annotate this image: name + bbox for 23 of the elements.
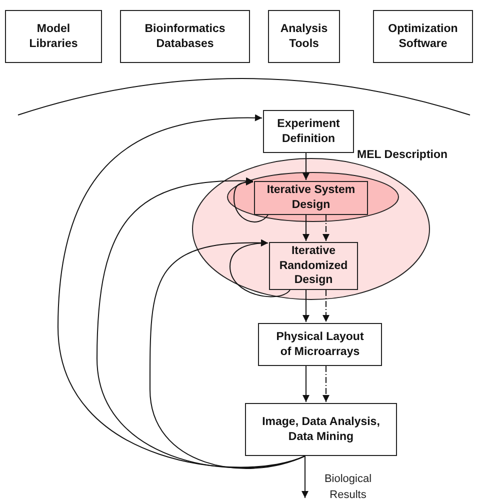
arrow (302, 290, 310, 322)
edge-label: Biological Results (323, 472, 373, 501)
arrow (302, 366, 310, 402)
process-box: Optimization Software (373, 10, 473, 63)
process-box: Image, Data Analysis, Data Mining (245, 403, 397, 456)
arrow (302, 214, 310, 242)
arrow (322, 366, 330, 402)
process-box: Iterative System Design (254, 181, 368, 215)
ellipse-region (227, 172, 399, 222)
region-label: MEL Description (357, 149, 448, 161)
arrow (234, 178, 268, 222)
process-box: Physical Layout of Microarrays (258, 323, 382, 366)
process-box: Experiment Definition (263, 110, 354, 153)
arrow (230, 240, 290, 298)
process-box: Bioinformatics Databases (120, 10, 250, 63)
process-box: Model Libraries (5, 10, 102, 63)
arrow (322, 290, 330, 322)
process-box: Iterative Randomized Design (269, 242, 358, 290)
arrow (322, 214, 330, 242)
arrow (302, 152, 310, 180)
arrow (302, 456, 308, 498)
process-box: Analysis Tools (268, 10, 340, 63)
arrow (150, 240, 306, 469)
